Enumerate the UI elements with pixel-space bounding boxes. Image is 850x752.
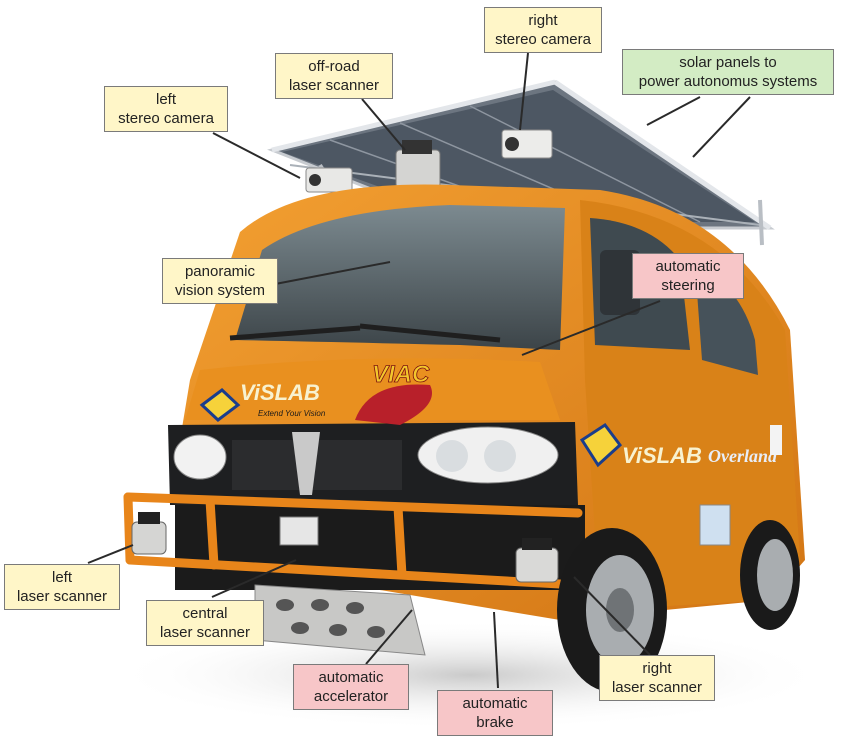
leader-left-laser-scanner xyxy=(87,544,134,564)
label-central-laser-scanner: central laser scanner xyxy=(146,600,264,646)
leader-solar-panels-2 xyxy=(692,96,751,158)
vislab-hood-decal: ViSLAB Extend Your Vision xyxy=(199,380,326,422)
label-left-stereo-camera-line2: stereo camera xyxy=(118,110,214,127)
label-automatic-steering-line2: steering xyxy=(661,277,715,294)
vislab-side-text: ViSLAB xyxy=(622,443,702,468)
bull-bar xyxy=(123,492,583,590)
label-automatic-steering-line1: automatic xyxy=(655,258,721,275)
label-automatic-brake-line1: automatic xyxy=(462,695,528,712)
label-left-stereo-camera: left stereo camera xyxy=(104,86,228,132)
label-panoramic-vision-line2: vision system xyxy=(174,282,266,299)
rear-wheel xyxy=(740,520,800,630)
side-sticker-2 xyxy=(770,425,782,455)
label-offroad-laser-scanner-line2: laser scanner xyxy=(288,77,380,94)
left-stereo-camera-device xyxy=(305,167,353,193)
leader-left-stereo-camera xyxy=(212,132,301,179)
label-automatic-accelerator-line2: accelerator xyxy=(313,688,389,705)
label-automatic-brake: automatic brake xyxy=(437,690,553,736)
overland-decal: Overland xyxy=(708,446,778,466)
vislab-side-decal: ViSLAB xyxy=(579,422,702,468)
label-offroad-laser-scanner-line1: off-road xyxy=(308,58,360,75)
label-offroad-laser-scanner: off-road laser scanner xyxy=(275,53,393,99)
right-laser-scanner-device xyxy=(515,538,559,583)
front-wheel xyxy=(557,528,667,692)
label-solar-panels-line1: solar panels to xyxy=(679,54,777,71)
leader-automatic-accelerator xyxy=(365,609,413,665)
leader-automatic-steering xyxy=(521,300,661,356)
right-stereo-camera-device xyxy=(501,129,553,159)
label-left-laser-scanner-line2: laser scanner xyxy=(16,588,108,605)
leader-right-laser-scanner xyxy=(573,576,651,656)
label-right-stereo-camera: right stereo camera xyxy=(484,7,602,53)
label-left-laser-scanner: left laser scanner xyxy=(4,564,120,610)
vislab-hood-text: ViSLAB xyxy=(240,380,320,405)
label-central-laser-scanner-line2: laser scanner xyxy=(159,624,251,641)
label-automatic-accelerator-line1: automatic xyxy=(318,669,384,686)
label-left-stereo-camera-line1: left xyxy=(155,91,176,108)
label-right-stereo-camera-line1: right xyxy=(528,12,558,29)
leader-right-stereo-camera xyxy=(519,52,529,131)
label-automatic-brake-line2: brake xyxy=(476,714,514,731)
overland-text: Overland xyxy=(708,446,778,466)
side-sticker xyxy=(699,504,731,546)
leader-automatic-brake xyxy=(493,611,499,689)
left-laser-scanner-device xyxy=(131,512,167,555)
label-central-laser-scanner-line1: central xyxy=(182,605,228,622)
vislab-tagline-text: Extend Your Vision xyxy=(258,409,326,418)
leader-panoramic-vision xyxy=(269,261,391,286)
viac-text: VIAC xyxy=(372,361,430,388)
label-panoramic-vision: panoramic vision system xyxy=(162,258,278,304)
leader-central-laser-scanner xyxy=(211,559,297,598)
label-right-stereo-camera-line2: stereo camera xyxy=(495,31,591,48)
label-solar-panels: solar panels to power autonomus systems xyxy=(622,49,834,95)
label-right-laser-scanner: right laser scanner xyxy=(599,655,715,701)
leader-lines xyxy=(87,52,751,689)
label-panoramic-vision-line1: panoramic xyxy=(184,263,256,280)
leader-solar-panels-1 xyxy=(646,96,701,126)
label-right-laser-scanner-line1: right xyxy=(642,660,672,677)
label-solar-panels-line2: power autonomus systems xyxy=(638,73,818,90)
viac-decal: VIAC xyxy=(355,361,432,425)
leader-offroad-laser-scanner xyxy=(361,98,406,151)
label-right-laser-scanner-line2: laser scanner xyxy=(611,679,703,696)
label-automatic-accelerator: automatic accelerator xyxy=(293,664,409,710)
label-automatic-steering: automatic steering xyxy=(632,253,744,299)
label-left-laser-scanner-line1: left xyxy=(51,569,72,586)
